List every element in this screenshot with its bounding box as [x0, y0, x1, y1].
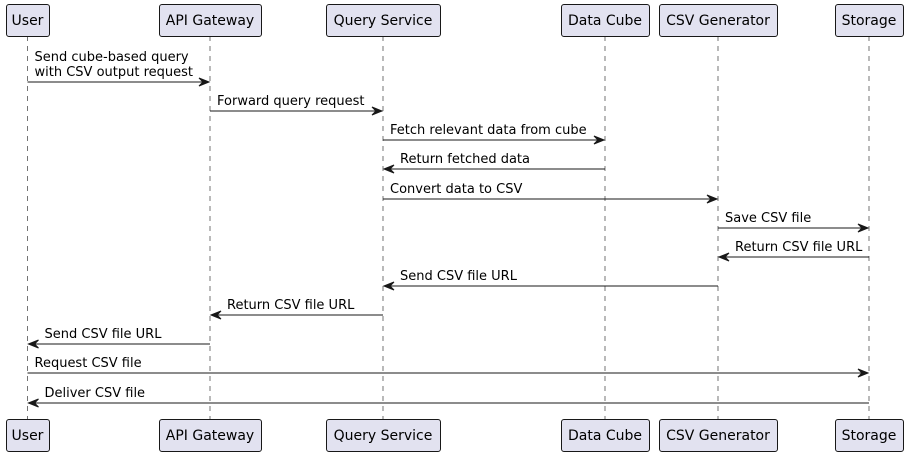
- participant-label: Data Cube: [568, 428, 642, 444]
- participant-cube-top: Data Cube: [561, 4, 650, 37]
- arrowhead-icon: [382, 164, 395, 174]
- participant-box-shape: [659, 419, 778, 452]
- arrowhead-icon: [706, 194, 719, 204]
- participant-label: CSV Generator: [666, 13, 770, 29]
- arrowhead-icon: [717, 252, 730, 262]
- message-label: Save CSV file: [725, 211, 811, 226]
- participant-header-row: User API Gateway Query Service Data Cube CSV…: [6, 4, 904, 37]
- message-7: Return CSV file URL: [717, 240, 869, 262]
- participant-label: User: [12, 428, 44, 444]
- participant-query-top: Query Service: [326, 4, 441, 37]
- message-label: Request CSV file: [35, 356, 142, 371]
- participant-label: User: [12, 13, 44, 29]
- message-label: Send cube-based query: [35, 50, 189, 65]
- participant-label: API Gateway: [166, 13, 254, 29]
- message-9: Return CSV file URL: [209, 298, 383, 320]
- arrowhead-icon: [371, 106, 384, 116]
- participant-label: Query Service: [334, 13, 433, 29]
- participant-storage-top: Storage: [835, 4, 904, 37]
- message-label: Send CSV file URL: [45, 327, 163, 342]
- message-5: Convert data to CSV: [383, 182, 719, 204]
- message-6: Save CSV file: [718, 211, 870, 233]
- participant-box-shape: [561, 419, 650, 452]
- arrowhead-icon: [857, 223, 870, 233]
- participant-user-bottom: User: [6, 419, 50, 452]
- message-label: Send CSV file URL: [400, 269, 518, 284]
- participant-label: Data Cube: [568, 13, 642, 29]
- participant-gateway-top: API Gateway: [159, 4, 262, 37]
- message-8: Send CSV file URL: [382, 269, 718, 291]
- message-2: Forward query request: [210, 94, 384, 116]
- participant-label: Storage: [842, 13, 897, 29]
- message-label: Return fetched data: [400, 152, 530, 167]
- arrowhead-icon: [27, 339, 39, 349]
- message-3: Fetch relevant data from cube: [383, 123, 606, 145]
- participant-box-shape: [6, 419, 50, 452]
- arrowhead-icon: [857, 368, 870, 378]
- message-4: Return fetched data: [382, 152, 605, 174]
- participant-gateway-bottom: API Gateway: [159, 419, 262, 452]
- participant-box-shape: [159, 4, 262, 37]
- message-label: Return CSV file URL: [227, 298, 355, 313]
- participant-box-shape: [6, 4, 50, 37]
- participant-label: Query Service: [334, 428, 433, 444]
- participant-label: CSV Generator: [666, 428, 770, 444]
- message-label: Fetch relevant data from cube: [390, 123, 587, 138]
- message-label: Convert data to CSV: [390, 182, 522, 197]
- participant-box-shape: [561, 4, 650, 37]
- arrowhead-icon: [27, 398, 39, 408]
- participant-box-shape: [326, 4, 441, 37]
- participant-box-shape: [835, 419, 904, 452]
- participant-footer-row: User API Gateway Query Service Data Cube CSV…: [6, 419, 904, 452]
- participant-user-top: User: [6, 4, 50, 37]
- participant-cube-bottom: Data Cube: [561, 419, 650, 452]
- message-label: Deliver CSV file: [45, 386, 146, 401]
- participant-query-bottom: Query Service: [326, 419, 441, 452]
- message-10: Send CSV file URL: [27, 327, 210, 349]
- message-11: Request CSV file: [27, 356, 870, 378]
- arrowhead-icon: [593, 135, 606, 145]
- arrowhead-icon: [209, 310, 222, 320]
- message-label: with CSV output request: [35, 65, 194, 80]
- participant-box-shape: [159, 419, 262, 452]
- participant-storage-bottom: Storage: [835, 419, 904, 452]
- arrowhead-icon: [382, 281, 395, 291]
- participant-csvgen-bottom: CSV Generator: [659, 419, 778, 452]
- participant-box-shape: [835, 4, 904, 37]
- participant-box-shape: [659, 4, 778, 37]
- message-label: Forward query request: [217, 94, 365, 109]
- participant-box-shape: [326, 419, 441, 452]
- message-12: Deliver CSV file: [27, 386, 869, 408]
- message-label: Return CSV file URL: [735, 240, 863, 255]
- participant-csvgen-top: CSV Generator: [659, 4, 778, 37]
- participant-label: API Gateway: [166, 428, 254, 444]
- arrowhead-icon: [198, 77, 211, 87]
- participant-label: Storage: [842, 428, 897, 444]
